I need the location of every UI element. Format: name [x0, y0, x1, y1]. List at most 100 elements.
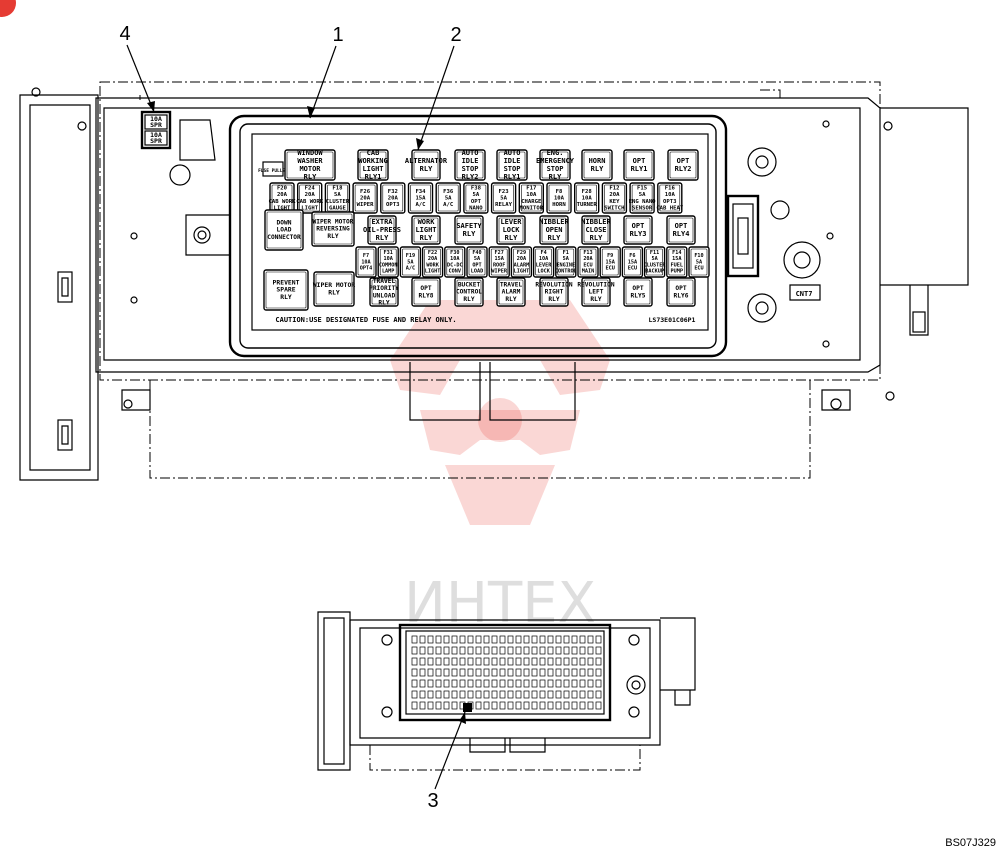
terminal-slot — [435, 646, 442, 655]
fuse-row1-10-label-1: 10A — [526, 192, 537, 198]
fuse-row1-2-label-1: 20A — [305, 192, 316, 198]
terminal-slot — [595, 701, 602, 710]
callout-4: 4 — [119, 23, 155, 113]
rear-terminal-grid — [411, 635, 602, 710]
terminal-slot — [515, 668, 522, 677]
terminal-slot — [563, 679, 570, 688]
mid-relay-4-label-1: LIGHT — [415, 226, 436, 234]
terminal-slot — [467, 635, 474, 644]
terminal-slot — [443, 635, 450, 644]
terminal-slot — [427, 701, 434, 710]
terminal-slot — [595, 646, 602, 655]
mid-relay-9-label-1: RLY3 — [630, 230, 647, 238]
top-relay-4-label-1: IDLE — [462, 157, 479, 165]
fuse-row2-2-label-2: COMMON — [379, 262, 398, 268]
bottom-relay-9-label-0: OPT — [632, 285, 643, 292]
terminal-slot — [547, 657, 554, 666]
fuse-row2-15-label-3: PUMP — [671, 269, 684, 275]
terminal-slot — [475, 646, 482, 655]
fuse-row1-6-label-0: F34 — [415, 189, 426, 195]
bolt-group — [31, 87, 895, 410]
terminal-slot — [595, 668, 602, 677]
terminal-slot — [491, 657, 498, 666]
terminal-slot — [555, 646, 562, 655]
fuse-row2-15-label-1: 15A — [672, 256, 682, 262]
terminal-slot — [451, 701, 458, 710]
fuse-row2-2-label-1: 10A — [384, 256, 394, 262]
fuse-row1-14-label-0: F15 — [637, 186, 647, 192]
fuse-row2-8-label-0: F29 — [517, 250, 526, 256]
terminal-slot — [491, 668, 498, 677]
terminal-slot — [491, 701, 498, 710]
bottom-relay-1-label-1: SPARE — [276, 286, 295, 294]
terminal-slot — [499, 668, 506, 677]
terminal-slot — [467, 668, 474, 677]
terminal-slot — [587, 635, 594, 644]
terminal-slot — [539, 646, 546, 655]
terminal-slot — [563, 701, 570, 710]
fuse-row1-9-label-2: RELAY — [495, 202, 512, 208]
terminal-slot — [579, 657, 586, 666]
terminal-slot — [443, 657, 450, 666]
bottom-relay-9-label-1: RLY5 — [631, 292, 646, 299]
terminal-slot — [499, 646, 506, 655]
terminal-slot — [411, 668, 418, 677]
terminal-slot — [595, 635, 602, 644]
fuse-row1-8-label-1: 5A — [473, 192, 480, 198]
bottom-relay-4-label-1: RLY8 — [419, 292, 434, 299]
terminal-slot — [483, 635, 490, 644]
terminal-slot — [579, 635, 586, 644]
fuse-row2-4-label-3: LIGHT — [425, 269, 441, 275]
terminal-slot — [507, 701, 514, 710]
terminal-slot — [427, 690, 434, 699]
terminal-slot — [563, 657, 570, 666]
fuse-row1-2-label-3: LIGHT — [301, 205, 318, 211]
terminal-slot — [507, 668, 514, 677]
terminal-slot — [427, 668, 434, 677]
terminal-slot — [475, 701, 482, 710]
terminal-slot — [531, 679, 538, 688]
terminal-slot — [475, 679, 482, 688]
terminal-slot — [419, 679, 426, 688]
bottom-relay-5-label-1: CONTROL — [456, 289, 482, 296]
top-relay-8-label-1: RLY1 — [631, 165, 648, 173]
terminal-slot — [443, 701, 450, 710]
mid-relay-3-label-2: RLY — [376, 234, 389, 242]
fuse-row1-1-label-3: LIGHT — [274, 205, 291, 211]
top-relay-2-label-2: LIGHT — [362, 165, 383, 173]
terminal-slot — [435, 690, 442, 699]
mid-relay-6-label-1: LOCK — [503, 226, 521, 234]
terminal-slot — [443, 646, 450, 655]
fuse-row1-15-label-0: F16 — [665, 186, 676, 192]
fuse-row1-7-label-0: F36 — [443, 189, 454, 195]
terminal-slot — [411, 635, 418, 644]
terminal-slot — [547, 690, 554, 699]
fuse-row1-12-label-0: F28 — [582, 189, 593, 195]
terminal-slot — [443, 668, 450, 677]
top-relay-6-label-2: STOP — [547, 165, 564, 173]
fuse-row2-16-label-1: 5A — [696, 259, 703, 265]
fuse-row2-2-label-0: F31 — [384, 250, 393, 256]
fuse-row2-2-label-3: LAMP — [382, 269, 395, 275]
terminal-slot — [571, 701, 578, 710]
top-relay-1-label-2: MOTOR — [299, 165, 321, 173]
terminal-slot — [419, 646, 426, 655]
fuse-row1-10-label-2: CHARGE — [521, 199, 541, 205]
fuse-row2-5-label-1: 10A — [450, 256, 460, 262]
terminal-slot — [411, 657, 418, 666]
fuse-row2-4-label-2: WORK — [426, 262, 439, 268]
bottom-relay-8-label-0: REVOLUTION — [577, 281, 615, 288]
fuse-row2-14-label-2: CLUSTER — [644, 262, 667, 268]
